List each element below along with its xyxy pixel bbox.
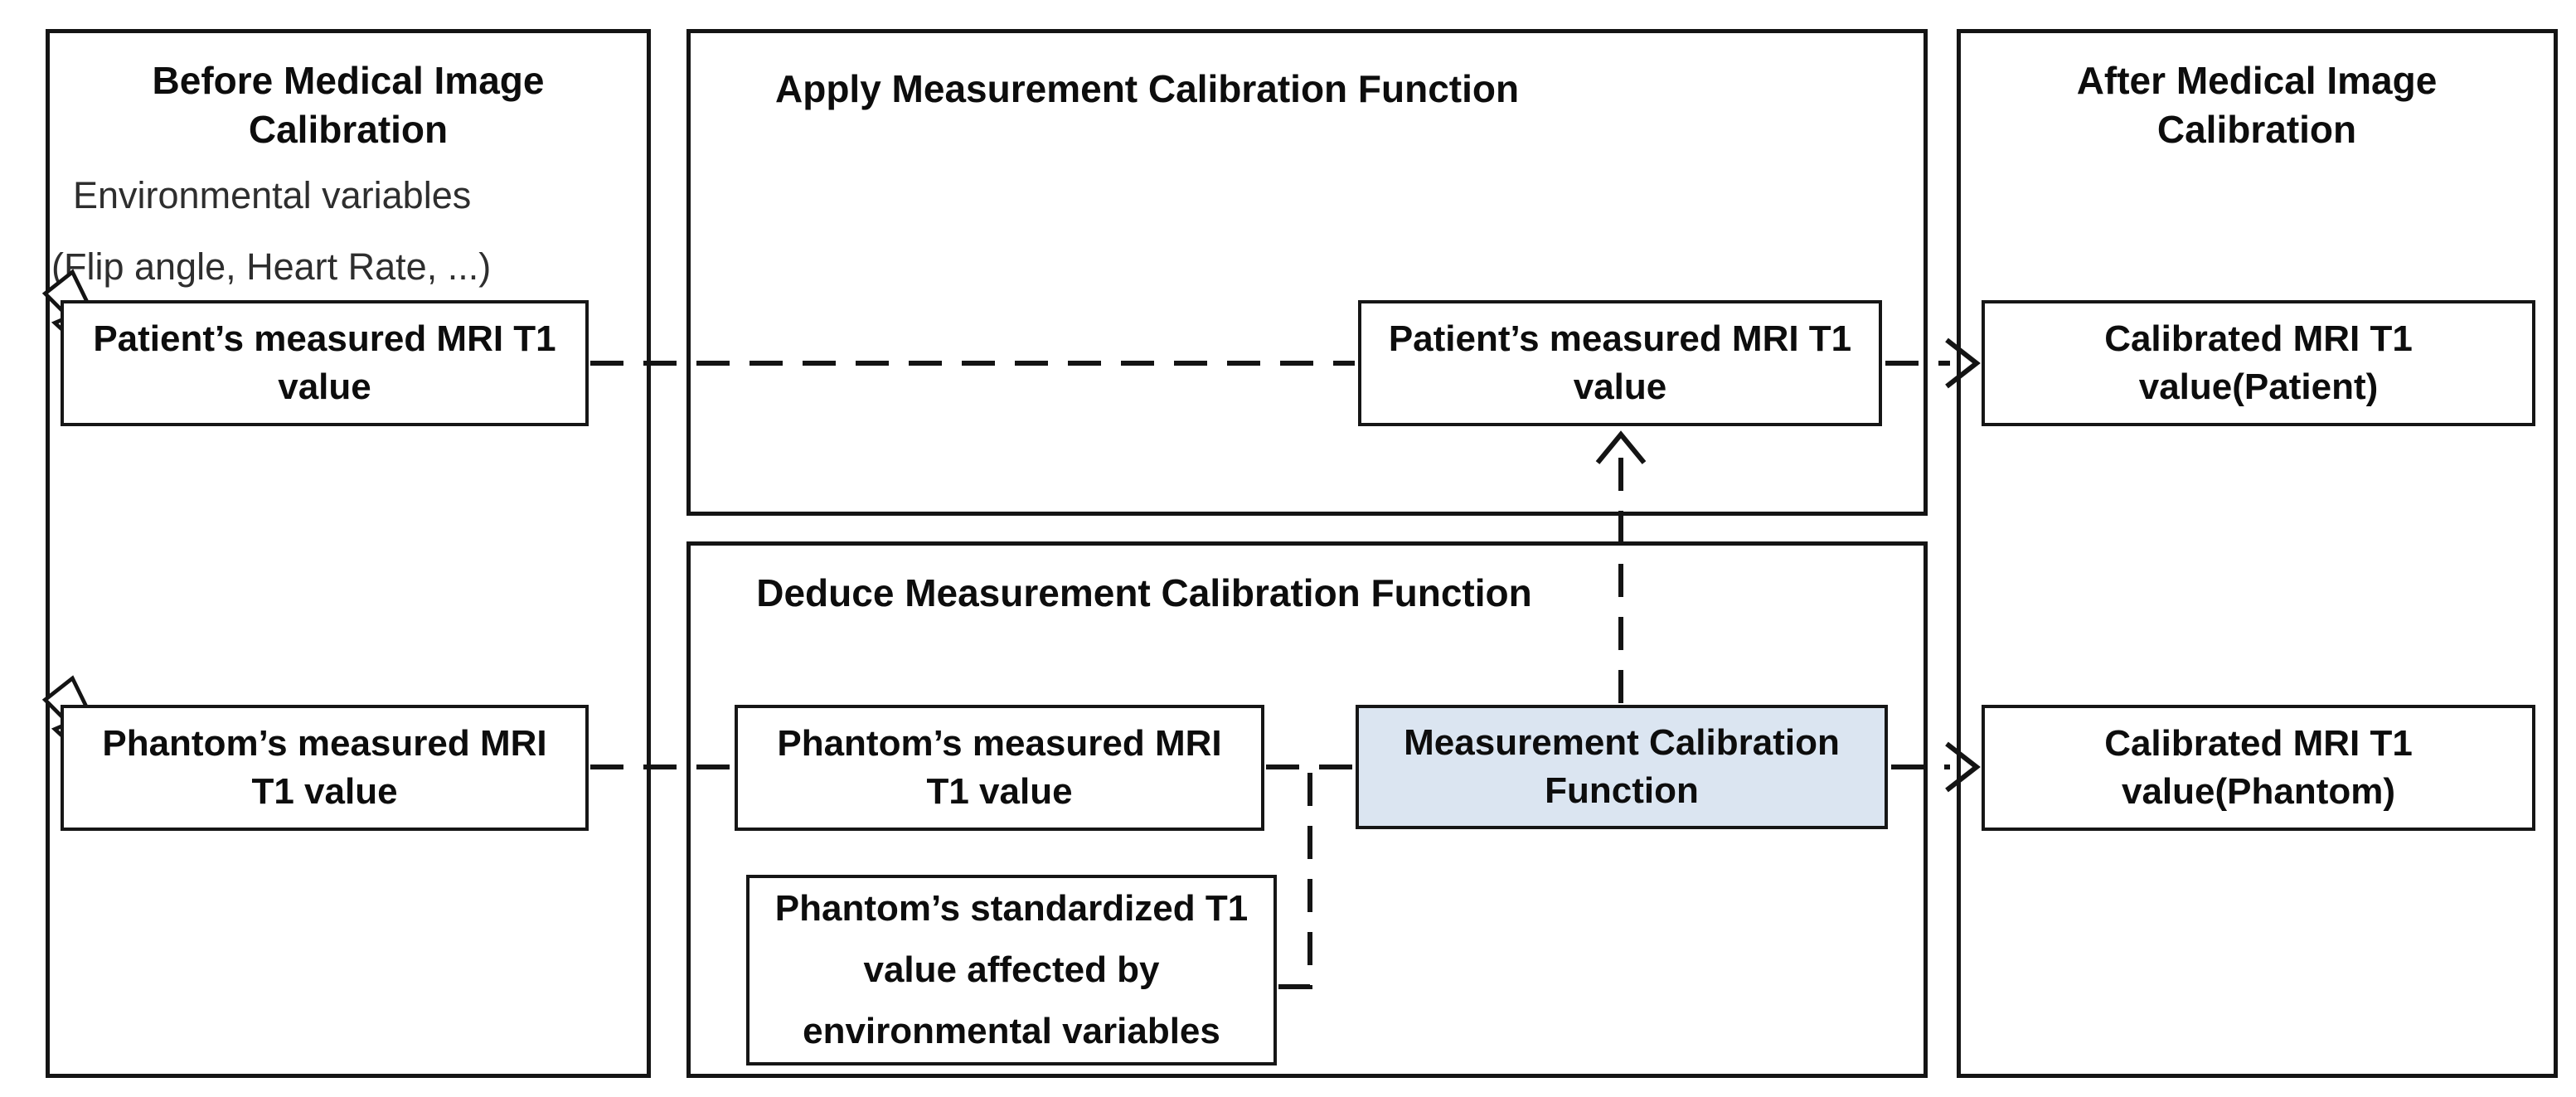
apply-panel-title: Apply Measurement Calibration Function: [775, 67, 1520, 110]
deduce-panel-title: Deduce Measurement Calibration Function: [756, 571, 1532, 614]
box-label: Calibrated MRI T1 value(Patient): [2104, 318, 2413, 407]
before-panel-title: Before Medical Image Calibration: [152, 59, 545, 151]
environmental-variables-label: Environmental variables: [73, 174, 472, 216]
deduce-phantom-standardized-box: Phantom’s standardized T1 value affected…: [746, 875, 1277, 1065]
box-label: Phantom’s measured MRI T1 value: [102, 723, 547, 812]
before-phantom-measured-box: Phantom’s measured MRI T1 value: [61, 705, 589, 831]
box-label: Patient’s measured MRI T1 value: [93, 318, 556, 407]
panel-after-calibration: [1957, 29, 2558, 1078]
box-label: Phantom’s standardized T1 value affected…: [774, 888, 1249, 1051]
box-label: Calibrated MRI T1 value(Phantom): [2104, 723, 2413, 812]
after-panel-title: After Medical Image Calibration: [2076, 59, 2438, 151]
panel-before-calibration: [46, 29, 651, 1078]
box-label: Measurement Calibration Function: [1404, 722, 1840, 811]
box-label: Phantom’s measured MRI T1 value: [777, 723, 1222, 812]
panel-apply-function: [686, 29, 1928, 516]
box-label: Patient’s measured MRI T1 value: [1388, 318, 1852, 407]
apply-patient-measured-box: Patient’s measured MRI T1 value: [1358, 300, 1882, 426]
measurement-calibration-function-box: Measurement Calibration Function: [1356, 705, 1888, 829]
deduce-phantom-measured-box: Phantom’s measured MRI T1 value: [735, 705, 1264, 831]
after-calibrated-patient-box: Calibrated MRI T1 value(Patient): [1982, 300, 2535, 426]
before-patient-measured-box: Patient’s measured MRI T1 value: [61, 300, 589, 426]
environmental-variables-detail: (Flip angle, Heart Rate, ...): [51, 245, 492, 288]
after-calibrated-phantom-box: Calibrated MRI T1 value(Phantom): [1982, 705, 2535, 831]
